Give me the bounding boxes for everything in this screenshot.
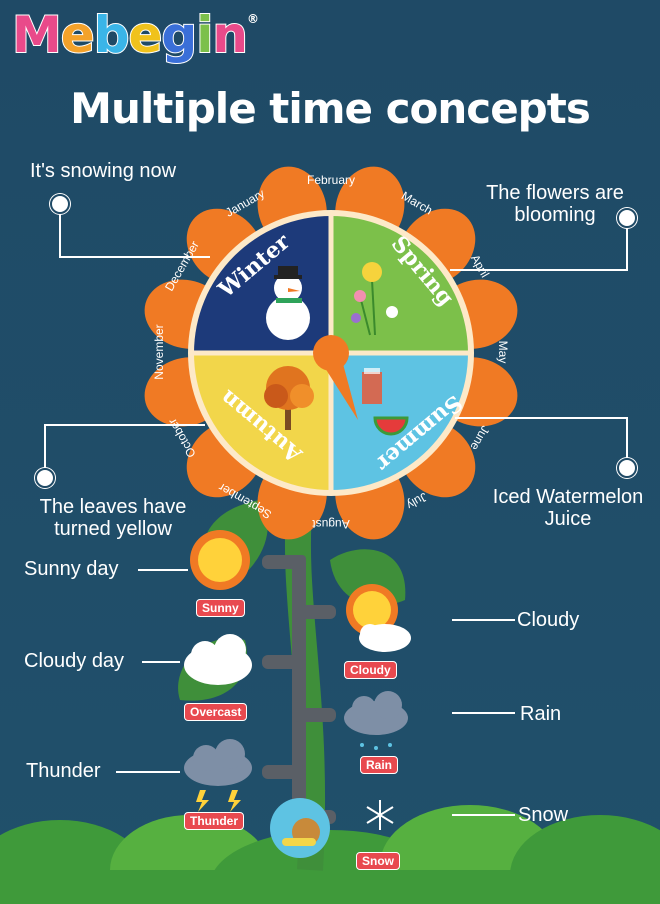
- bushes: [0, 805, 660, 904]
- watermelon-icon: [373, 416, 409, 436]
- snowman-icon: [266, 266, 310, 340]
- annotation-blooming-line2: blooming: [514, 204, 596, 226]
- logo-letter: e: [127, 5, 163, 65]
- month-label: August: [312, 517, 350, 531]
- annotation-blooming: The flowers are blooming: [470, 182, 640, 226]
- month-label: February: [306, 173, 356, 187]
- logo-letter: M: [11, 5, 63, 65]
- annotation-dot: [35, 468, 55, 488]
- autumn-tree-icon: [264, 366, 314, 430]
- badge-rain: Rain: [360, 756, 399, 774]
- thunder-cloud-icon: [184, 739, 252, 812]
- logo-letter: b: [93, 5, 131, 65]
- annotation-leaves-line1: The leaves have: [39, 496, 187, 518]
- logo-letter: g: [160, 5, 198, 65]
- brand-logo: Mebegin®: [11, 5, 259, 65]
- label-cloudy: Cloudy: [517, 609, 580, 631]
- label-sunny-day: Sunny day: [24, 558, 119, 580]
- badge-sunny: Sunny: [196, 599, 245, 617]
- label-thunder: Thunder: [26, 760, 101, 782]
- annotation-blooming-line1: The flowers are: [486, 182, 624, 204]
- badge-cloudy: Cloudy: [344, 661, 397, 679]
- annotation-leaves-line2: turned yellow: [54, 518, 172, 540]
- rain-cloud-icon: [344, 691, 408, 750]
- weather-rack: [262, 555, 336, 824]
- logo-letter: e: [60, 5, 96, 65]
- cloud-icon: [184, 634, 252, 685]
- annotation-snowing: It's snowing now: [30, 160, 177, 182]
- label-cloudy-day: Cloudy day: [24, 650, 125, 672]
- annotation-dot: [617, 208, 637, 228]
- clock-pointer: [313, 335, 358, 420]
- badge-overcast: Overcast: [184, 703, 248, 721]
- annotation-leaves: The leaves have turned yellow: [28, 496, 198, 540]
- registered-mark: ®: [246, 12, 259, 26]
- iced-juice-icon: [362, 368, 409, 436]
- annotation-juice: Iced Watermelon Juice: [482, 486, 654, 530]
- annotation-juice-line1: Iced Watermelon: [492, 486, 644, 508]
- flower-bouquet-icon: [351, 262, 398, 336]
- badge-thunder: Thunder: [184, 812, 244, 830]
- month-label: May: [496, 340, 510, 364]
- annotation-dot: [50, 194, 70, 214]
- label-snow: Snow: [518, 804, 569, 826]
- annotation-dot: [617, 458, 637, 478]
- sun-cloud-icon: [346, 584, 411, 652]
- snowflake-icon: [366, 800, 394, 830]
- snail-icon: [270, 798, 330, 858]
- logo-letter: n: [211, 5, 249, 65]
- badge-snow: Snow: [356, 852, 400, 870]
- page-title: Multiple time concepts: [70, 84, 591, 133]
- annotation-juice-line2: Juice: [544, 508, 592, 530]
- month-label: November: [152, 324, 166, 380]
- logo-letter: i: [195, 5, 214, 65]
- label-rain: Rain: [520, 703, 562, 725]
- sun-icon: [190, 530, 250, 590]
